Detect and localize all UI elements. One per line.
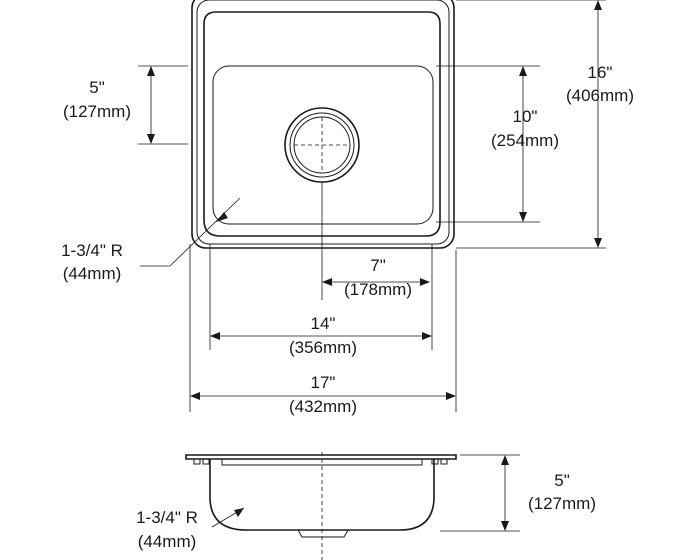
sink-outer-rim [191, 0, 455, 249]
bowl-floor [212, 65, 434, 225]
bottom-radius-mm: (44mm) [138, 532, 197, 551]
sink-side-view [185, 452, 457, 560]
bowl-height-inch: 5" [554, 471, 570, 490]
side-drain-tail [297, 529, 349, 538]
overall-width-mm: (432mm) [289, 397, 357, 416]
drain-offset-inch: 7" [370, 256, 386, 275]
bowl-depth-inch: 10" [513, 107, 538, 126]
sink-top-view [191, 0, 455, 249]
dimension-corner-radius: 1-3/4" R (44mm) [61, 197, 241, 283]
bowl-depth-mm: (254mm) [491, 131, 559, 150]
bowl-width-inch: 14" [311, 314, 336, 333]
rim-clip-left [193, 459, 210, 465]
bowl-width-mm: (356mm) [289, 338, 357, 357]
faucet-ledge-inch: 5" [89, 78, 105, 97]
side-bowl-body [209, 459, 435, 531]
rim-clip-right [431, 459, 448, 465]
corner-radius-mm: (44mm) [63, 264, 122, 283]
overall-depth-mm: (406mm) [566, 86, 634, 105]
dimension-bowl-depth: 10" (254mm) [436, 65, 559, 223]
side-rim-flange [185, 454, 457, 460]
dimension-faucet-ledge: 5" (127mm) [63, 65, 188, 145]
sink-rim-inner-edge [196, 0, 450, 245]
corner-radius-inch: 1-3/4" R [61, 241, 123, 260]
overall-depth-inch: 16" [588, 63, 613, 82]
bowl-top-edge [203, 11, 441, 237]
dimension-overall-width: 17" (432mm) [189, 244, 457, 416]
bottom-radius-inch: 1-3/4" R [136, 508, 198, 527]
dimension-drain-offset: 7" (178mm) [321, 182, 430, 300]
dimension-bowl-width: 14" (356mm) [209, 244, 433, 357]
dimension-overall-depth: 16" (406mm) [456, 0, 634, 249]
dimension-bowl-height: 5" (127mm) [440, 454, 596, 532]
drain-inner-ring [289, 112, 355, 178]
bowl-height-mm: (127mm) [528, 494, 596, 513]
overall-width-inch: 17" [311, 373, 336, 392]
dimension-bottom-radius: 1-3/4" R (44mm) [136, 507, 245, 551]
faucet-ledge-mm: (127mm) [63, 102, 131, 121]
drain-offset-mm: (178mm) [344, 280, 412, 299]
